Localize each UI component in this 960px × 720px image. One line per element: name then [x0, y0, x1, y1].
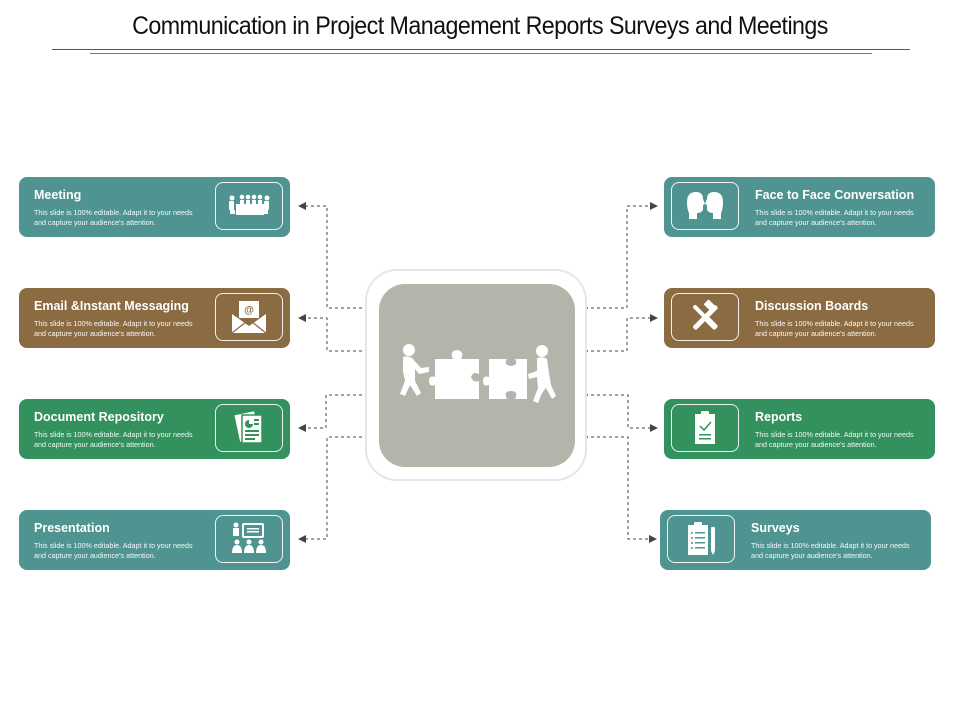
meeting-table-icon — [229, 194, 270, 215]
card-description: This slide is 100% editable. Adapt it to… — [751, 541, 910, 560]
face-to-face-icon — [687, 192, 723, 219]
tools-icon — [693, 299, 718, 330]
card-title: Meeting — [34, 188, 82, 202]
icon-frame — [215, 515, 283, 563]
connector-meeting — [298, 202, 368, 309]
card-description: This slide is 100% editable. Adapt it to… — [34, 541, 193, 560]
connector-presentation — [298, 436, 368, 543]
card-description: This slide is 100% editable. Adapt it to… — [34, 208, 193, 227]
icon-frame — [671, 293, 739, 341]
card-surveys: Surveys This slide is 100% editable. Ada… — [660, 510, 931, 570]
card-meeting: Meeting This slide is 100% editable. Ada… — [19, 177, 290, 237]
card-description: This slide is 100% editable. Adapt it to… — [755, 430, 914, 449]
title-divider — [52, 49, 910, 50]
connector-reports — [585, 394, 658, 432]
page-title: Communication in Project Management Repo… — [132, 12, 828, 40]
icon-frame — [671, 182, 739, 230]
card-title: Face to Face Conversation — [755, 188, 915, 202]
card-presentation: Presentation This slide is 100% editable… — [19, 510, 290, 570]
card-discussion-boards: Discussion Boards This slide is 100% edi… — [664, 288, 935, 348]
email-envelope-icon: @ — [231, 301, 267, 334]
icon-frame: @ — [215, 293, 283, 341]
connector-discussion — [585, 314, 658, 352]
svg-text:@: @ — [244, 305, 254, 316]
center-tile — [379, 284, 575, 467]
presentation-icon — [232, 522, 266, 553]
card-title: Presentation — [34, 521, 110, 535]
icon-frame — [667, 515, 735, 563]
card-face-to-face-conversation: Face to Face Conversation This slide is … — [664, 177, 935, 237]
icon-frame — [215, 182, 283, 230]
connector-face — [585, 202, 658, 309]
card-title: Surveys — [751, 521, 800, 535]
card-description: This slide is 100% editable. Adapt it to… — [34, 430, 193, 449]
card-reports: Reports This slide is 100% editable. Ada… — [664, 399, 935, 459]
card-title: Discussion Boards — [755, 299, 869, 313]
document-icon — [234, 411, 263, 444]
card-email-instant-messaging: Email &Instant Messaging This slide is 1… — [19, 288, 290, 348]
teamwork-puzzle-icon — [400, 343, 556, 403]
connector-email — [298, 314, 368, 352]
card-title: Document Repository — [34, 410, 164, 424]
connector-document — [298, 394, 368, 432]
card-title: Email &Instant Messaging — [34, 299, 189, 313]
survey-clipboard-icon — [688, 522, 715, 555]
connector-surveys — [585, 436, 657, 543]
card-description: This slide is 100% editable. Adapt it to… — [755, 208, 914, 227]
card-title: Reports — [755, 410, 803, 424]
card-description: This slide is 100% editable. Adapt it to… — [755, 319, 914, 338]
title-divider-secondary — [90, 53, 872, 54]
icon-frame — [215, 404, 283, 452]
report-clipboard-icon — [695, 411, 715, 444]
card-document-repository: Document Repository This slide is 100% e… — [19, 399, 290, 459]
card-description: This slide is 100% editable. Adapt it to… — [34, 319, 193, 338]
icon-frame — [671, 404, 739, 452]
